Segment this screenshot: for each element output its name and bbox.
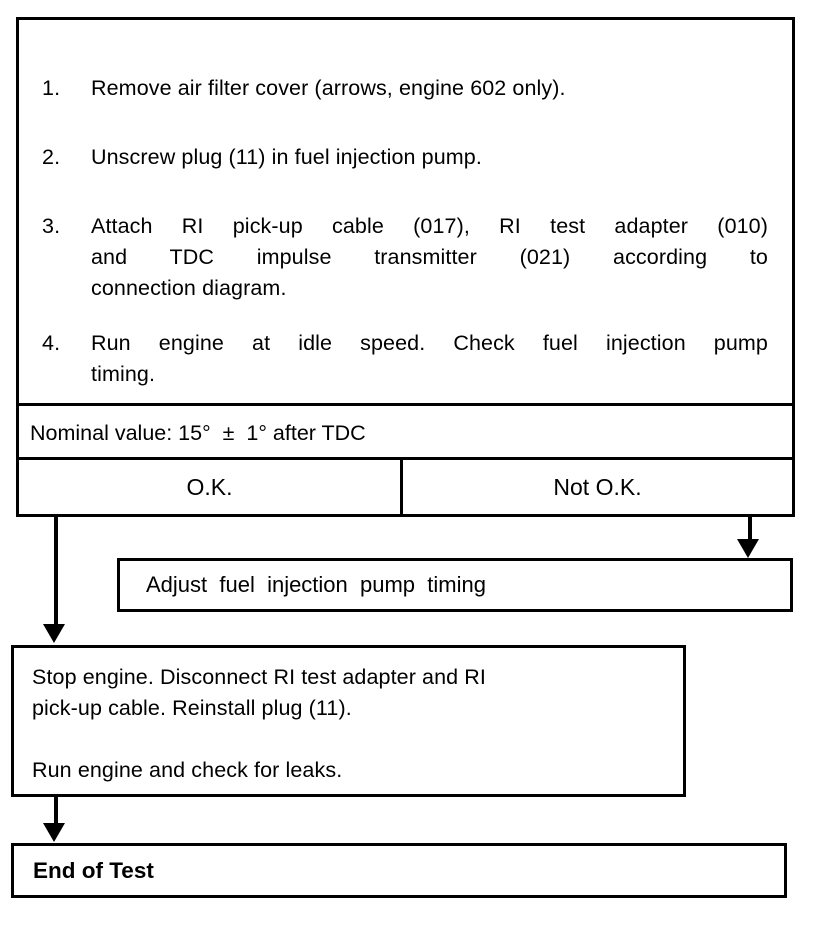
main-procedure-box: 1. Remove air filter cover (arrows, engi… (16, 17, 795, 517)
end-of-test-box: End of Test (11, 843, 787, 898)
connector-end-line (54, 797, 58, 825)
connector-ok-arrow-icon (43, 624, 65, 643)
verdict-row: O.K. Not O.K. (19, 457, 792, 514)
step-text-3-line-2: and TDC impulse transmitter (021) accord… (91, 245, 768, 269)
step-text-4-line-1: Run engine at idle speed. Check fuel inj… (91, 331, 768, 355)
adjust-timing-box: Adjust fuel injection pump timing (117, 558, 793, 612)
end-of-test-text: End of Test (33, 857, 154, 883)
verdict-cell-ok: O.K. (19, 460, 403, 514)
connector-not-ok-arrow-icon (737, 539, 759, 558)
step-item-3: 3. Attach RI pick-up cable (017), RI tes… (19, 211, 792, 304)
verdict-cell-not-ok: Not O.K. (553, 474, 642, 500)
step-text-3-line-3: connection diagram. (91, 276, 287, 300)
step-text-4: Run engine at idle speed. Check fuel inj… (91, 328, 792, 390)
connector-end-arrow-icon (43, 823, 65, 842)
step-number-4: 4. (42, 331, 61, 355)
steps-region: 1. Remove air filter cover (arrows, engi… (19, 20, 792, 403)
step-number-2: 2. (42, 145, 61, 169)
adjust-timing-text: Adjust fuel injection pump timing (146, 572, 486, 597)
stop-engine-line-2: pick-up cable. Reinstall plug (11). (32, 696, 352, 720)
step-text-3: Attach RI pick-up cable (017), RI test a… (91, 211, 792, 304)
step-item-1: 1. Remove air filter cover (arrows, engi… (19, 73, 792, 104)
stop-engine-line-1: Stop engine. Disconnect RI test adapter … (32, 665, 486, 689)
step-text-3-line-1: Attach RI pick-up cable (017), RI test a… (91, 214, 768, 238)
stop-engine-box: Stop engine. Disconnect RI test adapter … (11, 645, 686, 797)
stop-engine-line-3: Run engine and check for leaks. (32, 758, 343, 782)
step-text-1: Remove air filter cover (arrows, engine … (91, 76, 566, 100)
nominal-value-text: Nominal value: 15° ± 1° after TDC (30, 421, 366, 445)
nominal-value-row: Nominal value: 15° ± 1° after TDC (19, 403, 792, 460)
connector-ok-line (54, 517, 58, 626)
step-text-2: Unscrew plug (11) in fuel injection pump… (91, 145, 482, 169)
step-number-1: 1. (42, 76, 61, 100)
step-item-4: 4. Run engine at idle speed. Check fuel … (19, 328, 792, 390)
step-item-2: 2. Unscrew plug (11) in fuel injection p… (19, 142, 792, 173)
step-text-4-line-2: timing. (91, 362, 156, 386)
connector-not-ok-line (748, 517, 752, 541)
step-number-3: 3. (42, 214, 61, 238)
